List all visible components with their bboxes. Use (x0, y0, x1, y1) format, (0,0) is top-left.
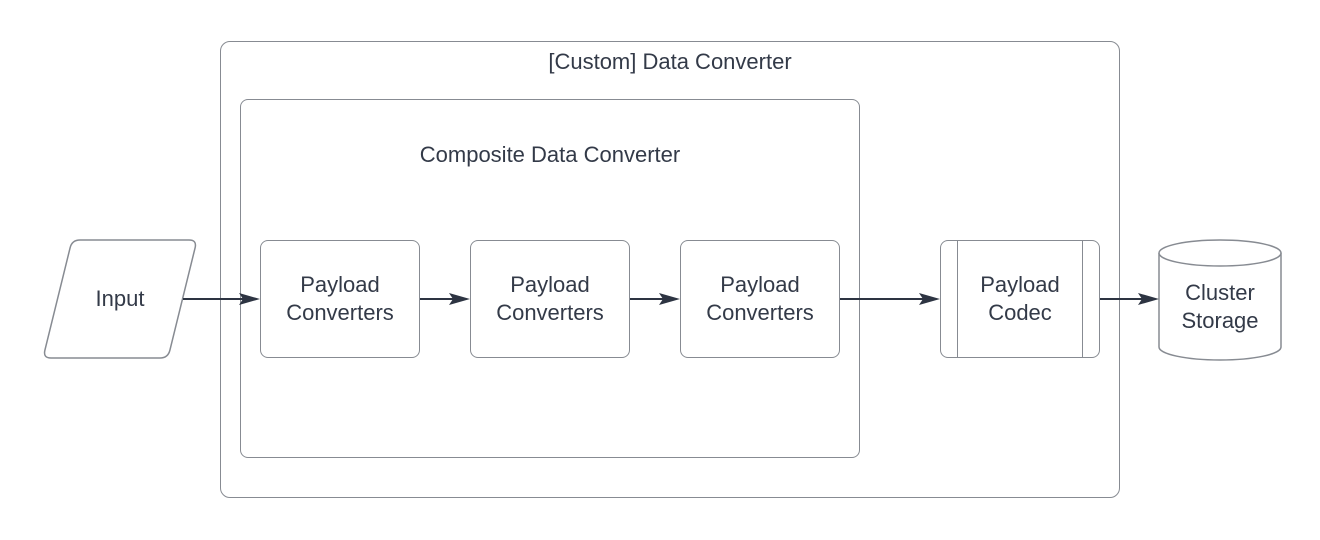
codec-left-bar (957, 241, 958, 357)
payload-converters-label-2: Payload Converters (496, 272, 604, 325)
custom-data-converter-title: [Custom] Data Converter (548, 49, 792, 74)
payload-converters-label-1: Payload Converters (286, 272, 394, 325)
payload-converters-box-2: Payload Converters (470, 240, 630, 358)
payload-converters-label-3: Payload Converters (706, 272, 814, 325)
composite-data-converter-container: Composite Data Converter (240, 99, 860, 458)
composite-data-converter-title: Composite Data Converter (419, 142, 681, 167)
custom-data-converter-container: [Custom] Data Converter (220, 41, 1120, 498)
payload-converters-box-3: Payload Converters (680, 240, 840, 358)
payload-codec-box: Payload Codec (940, 240, 1100, 358)
payload-converters-box-1: Payload Converters (260, 240, 420, 358)
payload-codec-label: Payload Codec (980, 272, 1060, 325)
codec-right-bar (1082, 241, 1083, 357)
